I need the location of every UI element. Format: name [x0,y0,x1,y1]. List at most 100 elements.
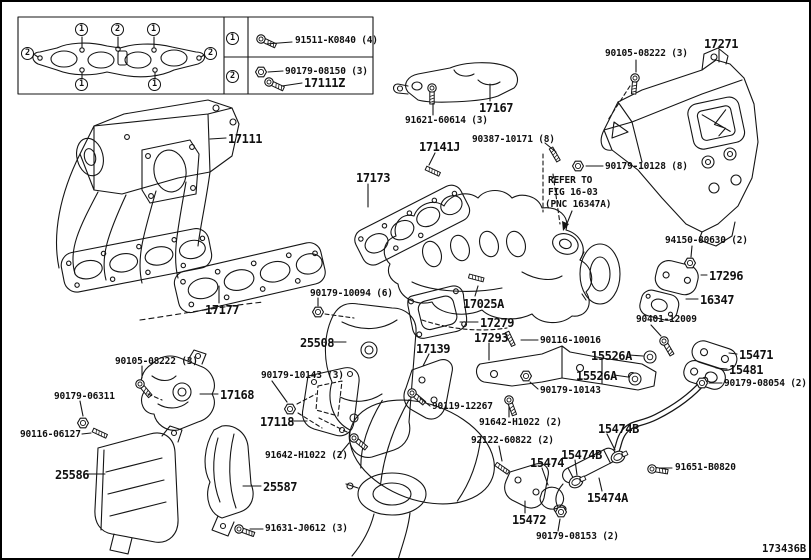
part-label-15471: 15471 [739,348,774,362]
bolt-icon [646,463,670,477]
nut-icon [283,403,297,415]
part-label-17296: 17296 [709,269,744,283]
part-label-90179-08153: 90179-08153 (2) [536,531,619,542]
part-label-91511-K0840: 91511-K0840 (4) [295,35,378,46]
part-label-90179-06311: 90179-06311 [54,391,115,402]
bracket-17293-drawing [475,345,657,391]
nut-icon [683,257,697,269]
legend-table-grid [17,16,374,95]
bolt-icon [233,523,257,539]
legend-fastener-icons [254,32,303,94]
air-tube-17167-drawing [392,62,519,103]
legend-callout-2: 2 [226,70,239,83]
part-label-16347: 16347 [700,293,735,307]
heat-insulator-17271-drawing [600,47,759,247]
plate-17139-drawing [403,359,453,420]
legend-gasket-drawing [32,36,206,79]
callout-marker: 1 [75,23,88,36]
part-label-17173: 17173 [356,171,391,185]
part-label-90179-08054: 90179-08054 (2) [724,378,807,389]
oil-pipe-assembly-drawing [504,340,738,514]
part-label-90119-12267: 90119-12267 [432,401,493,412]
part-label-15474B-1: 15474B [598,422,639,436]
nut-icon [254,66,268,78]
stud-icon [91,427,108,439]
part-label-92122-60822: 92122-60822 (2) [471,435,554,446]
bolt-icon [628,72,641,95]
part-label-90179-10143-right: 90179-10143 [540,385,601,396]
part-label-17139: 17139 [416,342,451,356]
part-label-17279: 17279 [480,316,515,330]
leader-lines [79,49,738,532]
callout-marker: 2 [21,47,34,60]
part-label-91631-J0612: 91631-J0612 (3) [265,523,348,534]
engine-contour-line [139,301,265,321]
part-label-17118: 17118 [260,415,295,429]
callout-marker: 1 [148,78,161,91]
part-label-25508: 25508 [300,336,335,350]
part-label-15474A: 15474A [587,491,628,505]
refer-note-line2: FIG 16-03 [548,187,598,198]
stud-icon [548,146,561,163]
gasket-17279-drawing [407,285,468,339]
callout-marker: 2 [111,23,124,36]
refer-note-line3: (PNC 16347A) [545,199,612,210]
part-label-17177: 17177 [205,303,240,317]
nut-icon [571,160,585,172]
part-label-17167: 17167 [479,101,514,115]
part-label-25586: 25586 [55,468,90,482]
callout-marker: 2 [204,47,217,60]
part-label-15472: 15472 [512,513,547,527]
gasket-17177-drawing [173,242,326,314]
part-label-90179-08150: 90179-08150 (3) [285,66,368,77]
figure-code: 173436B [762,543,807,555]
stud-icon [424,165,441,177]
plate-17296-drawing [654,259,699,296]
part-label-90179-10094: 90179-10094 (6) [310,288,393,299]
part-label-17293: 17293 [474,331,509,345]
intake-manifold-drawing [56,99,240,293]
part-label-90387-10171: 90387-10171 (8) [472,134,555,145]
part-label-90105-08222-left: 90105-08222 (3) [115,356,198,367]
part-label-17271: 17271 [704,37,739,51]
legend-callout-1: 1 [226,32,239,45]
converter-25508-drawing [324,302,495,558]
refer-gasket-drawing [552,233,579,255]
exhaust-manifold-drawing [383,189,621,331]
part-label-17168: 17168 [220,388,255,402]
bolt-icon [133,377,155,400]
washer-icon [628,372,642,386]
nut-icon [311,306,325,318]
part-label-90179-10143-left: 90179-10143 (3) [261,370,344,381]
part-label-91642-H1022-right: 91642-H1022 (2) [479,417,562,428]
part-label-17111Z: 17111Z [304,76,345,90]
part-label-90105-08222-right: 90105-08222 (3) [605,48,688,59]
bolt-icon [503,394,519,418]
washer-icon [643,350,657,364]
part-label-15474B-2: 15474B [561,448,602,462]
refer-note-line1: REFER TO [548,175,593,186]
bolt-icon [427,83,437,105]
nut-icon [519,370,533,382]
part-label-15526A-2: 15526A [576,369,617,383]
part-label-94150-80630: 94150-80630 (2) [665,235,748,246]
nut-icon [554,506,568,518]
part-label-90179-10128: 90179-10128 (8) [605,161,688,172]
insulator-25587-drawing [204,425,254,537]
part-label-15481: 15481 [729,363,764,377]
insulator-25586-drawing [94,425,183,555]
part-label-25587: 25587 [263,480,298,494]
part-label-90116-06127: 90116-06127 [20,429,81,440]
insulator-17118-drawing [301,367,360,437]
bolt-icon [262,75,286,94]
nut-icon [76,417,90,429]
part-label-15474: 15474 [530,456,565,470]
part-label-91642-H1022-left: 91642-H1022 (2) [265,450,348,461]
part-label-17025A: 17025A [463,297,504,311]
part-label-17111: 17111 [228,132,263,146]
part-label-15526A-1: 15526A [591,349,632,363]
stud-icon [467,273,485,283]
nut-icon [695,377,709,389]
